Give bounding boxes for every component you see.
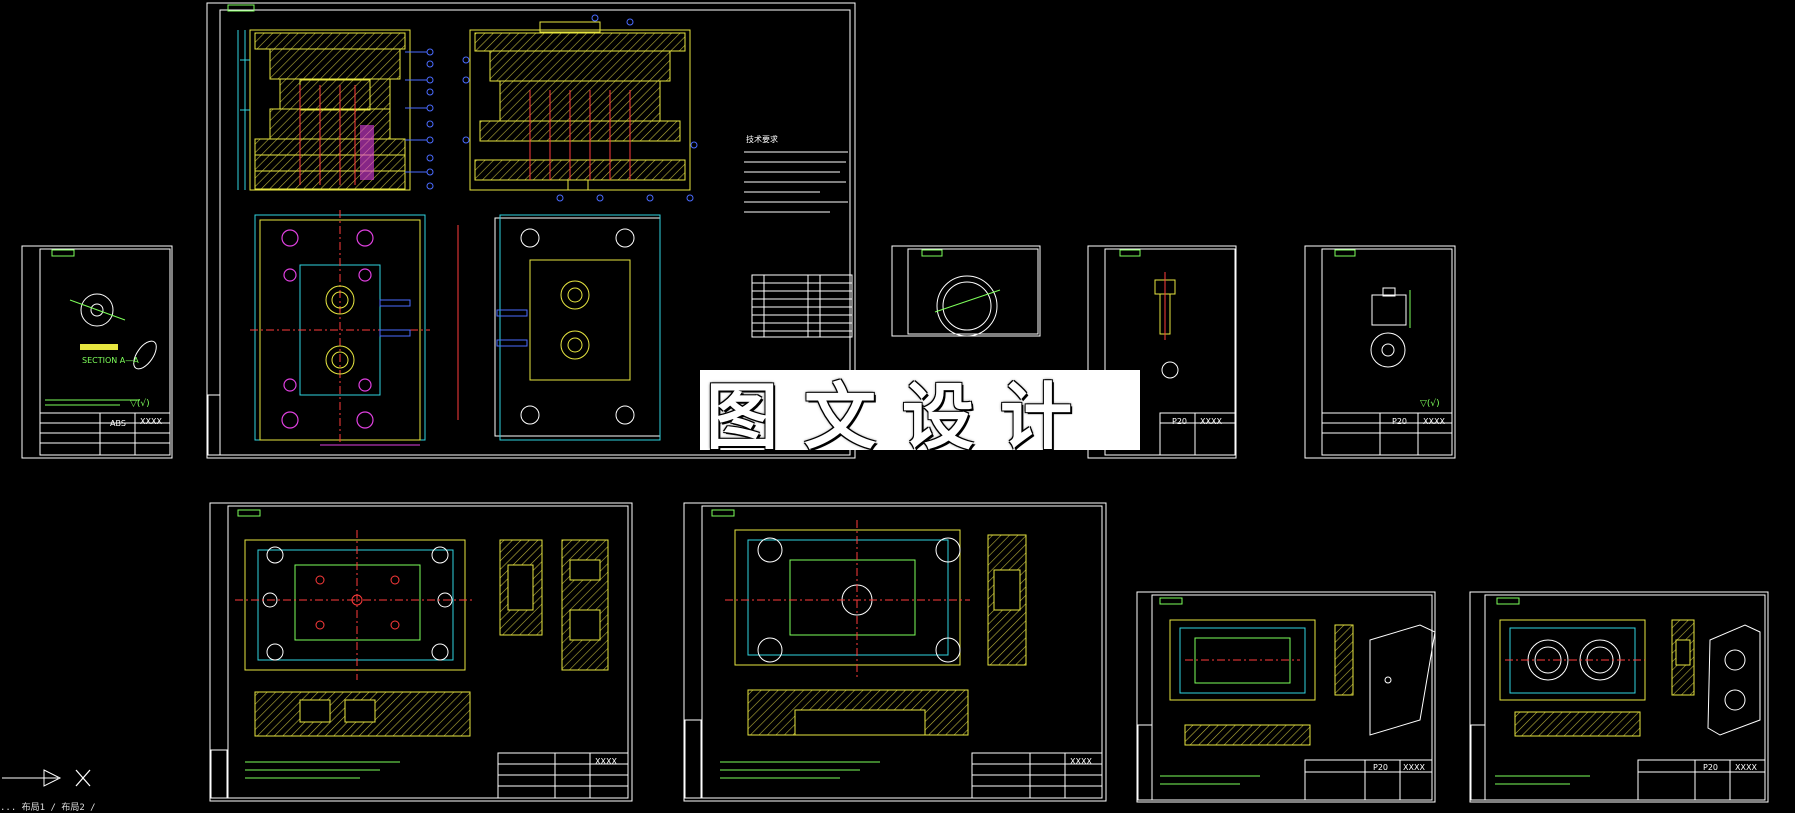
title-block-material-p20-1: P20 [1172,417,1187,426]
tech-requirements-title: 技术要求 [746,134,778,144]
title-block-material-abs: ABS [110,419,126,428]
title-block-material-p20-2: P20 [1392,417,1407,426]
tech-requirements: 技术要求 [744,134,848,213]
svg-text:SECTION A—A: SECTION A—A [82,356,139,365]
watermark-banner: 图文设计 [700,370,1140,459]
bill-of-materials-table [751,274,853,338]
title-block-code-7: XXXX [1735,763,1757,772]
plate-sheet-2[interactable]: XXXX [683,502,1107,802]
part-sheet-bushing[interactable]: P20 XXXX ▽(√) [1304,245,1456,459]
plan-view-b [494,214,661,441]
svg-text:▽(√): ▽(√) [1420,398,1440,409]
title-block-code-1: XXXX [140,417,162,426]
title-block-material-p20-3: P20 [1373,763,1388,772]
plan-view-a [250,210,459,446]
plate-sheet-1[interactable]: XXXX [209,502,633,802]
title-block-code-3: XXXX [1423,417,1445,426]
section-view-a [237,29,434,191]
title-block-code-6: XXXX [1403,763,1425,772]
title-block-code-4: XXXX [595,757,617,766]
assembly-drawing-sheet[interactable]: 技术要求 [206,2,856,459]
part-sheet-ring[interactable] [891,245,1041,337]
title-block-code-5: XXXX [1070,757,1092,766]
plate-sheet-4[interactable]: P20 XXXX [1469,591,1769,803]
section-view-b [462,14,698,202]
part-sheet-pin[interactable]: P20 XXXX [1087,245,1237,459]
watermark-text: 图文设计 [706,373,1099,459]
svg-text:▽(√): ▽(√) [130,398,150,409]
plate-sheet-3[interactable]: P20 XXXX [1136,591,1436,803]
part-sheet-abs[interactable]: SECTION A—A ABS XXXX ▽(√) [21,245,173,459]
command-line[interactable]: ... 布局1 / 布局2 / [0,803,96,813]
title-block-code-2: XXXX [1200,417,1222,426]
ucs-axis-icon [2,769,91,787]
title-block-material-p20-4: P20 [1703,763,1718,772]
